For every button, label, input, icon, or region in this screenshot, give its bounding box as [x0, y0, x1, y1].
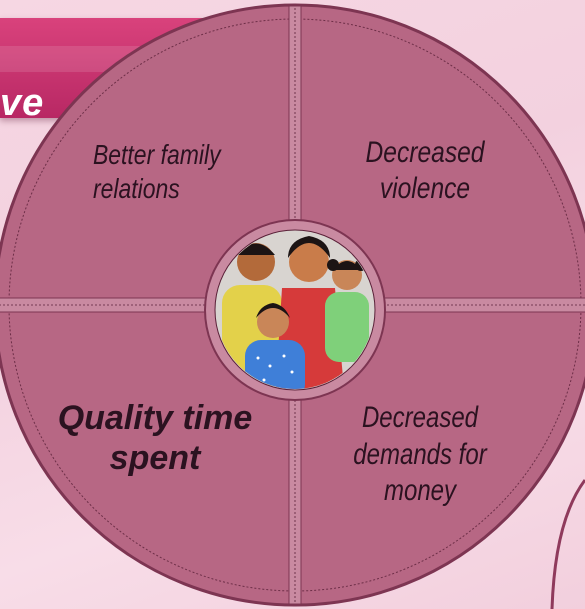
family-illustration	[204, 219, 386, 401]
decorative-arc	[550, 479, 585, 609]
segment-quality-time-spent: Quality time spent	[57, 399, 253, 478]
segment-decreased-violence: Decreased violence	[365, 136, 485, 205]
segment-decreased-demands-for-money: Decreased demands for money	[353, 401, 487, 508]
banner-title: ve	[0, 82, 45, 124]
segment-better-family-relations: Better family relations	[92, 139, 221, 204]
